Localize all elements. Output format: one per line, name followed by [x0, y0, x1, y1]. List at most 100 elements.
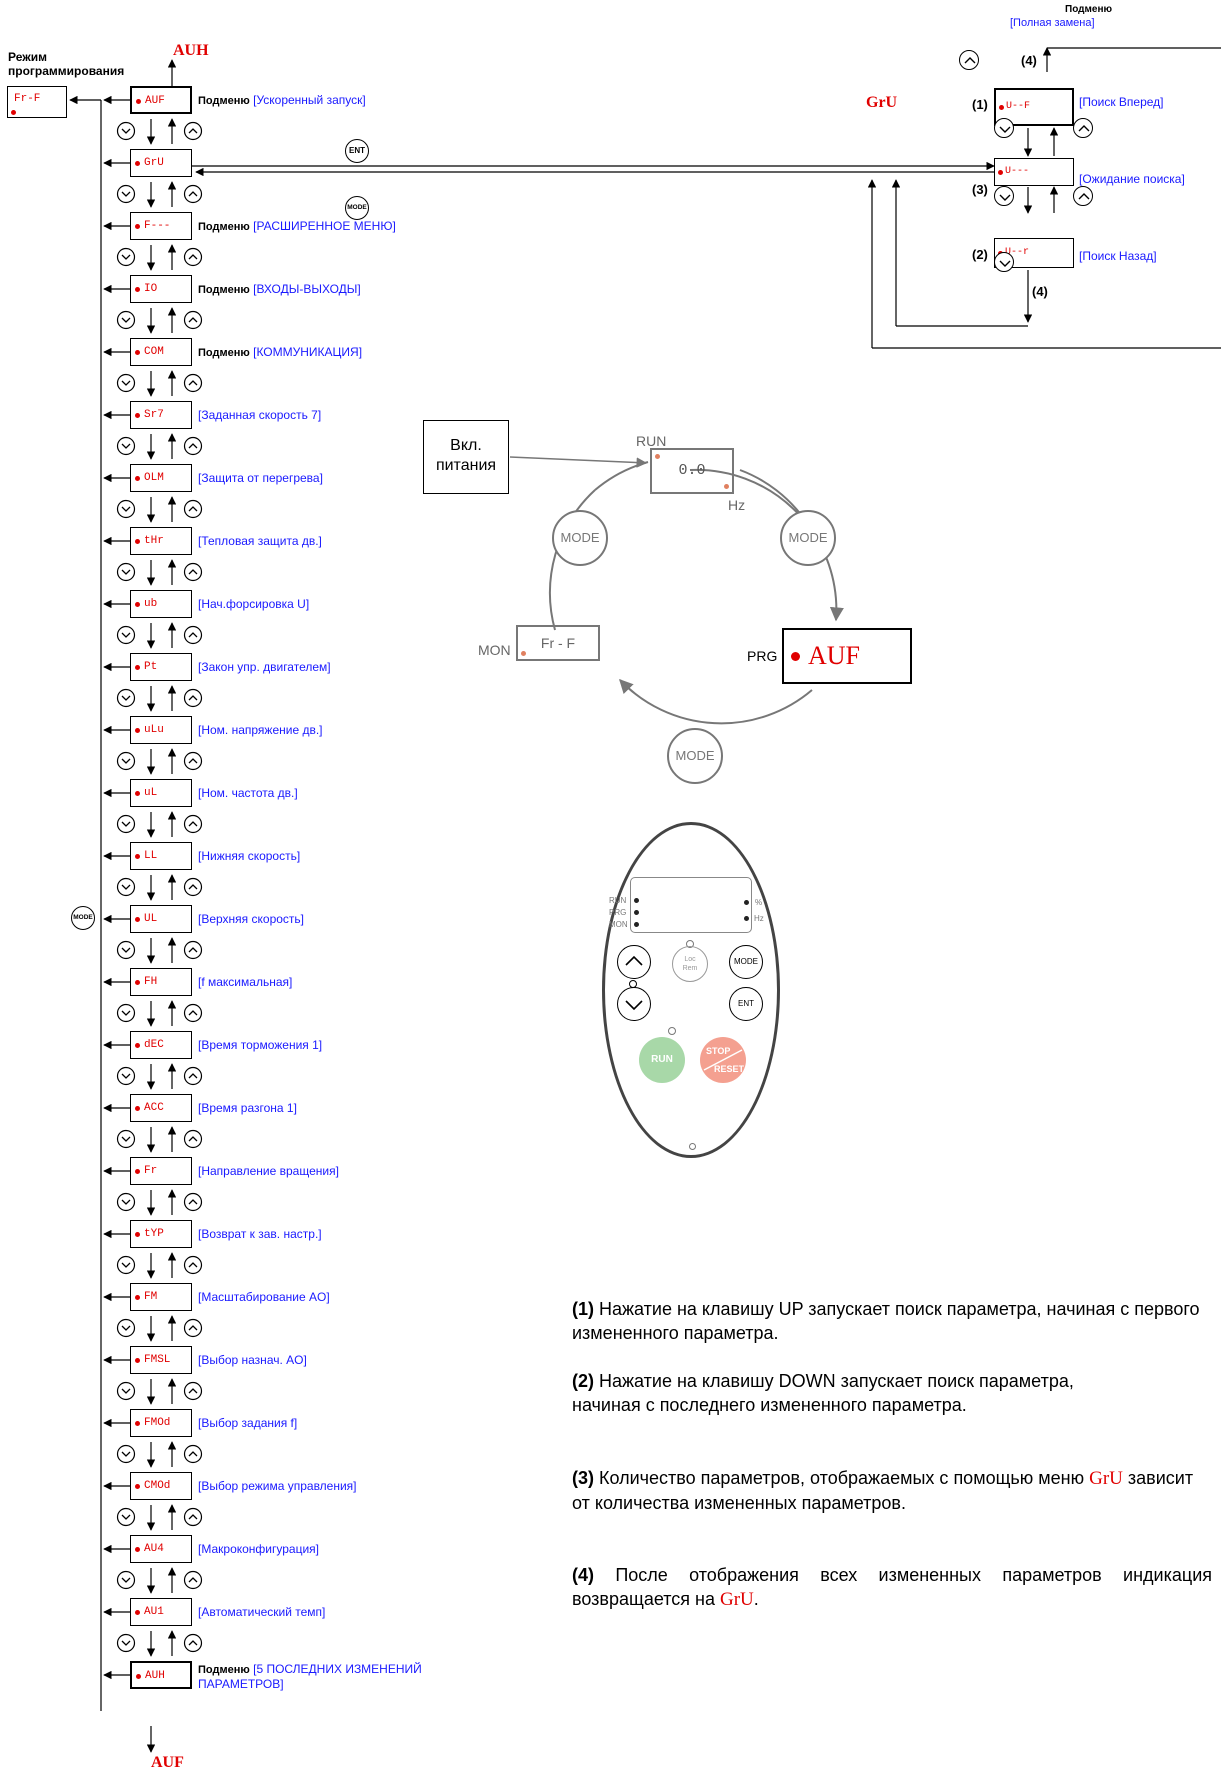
menu-item-label-text: [Нач.форсировка U] [198, 597, 310, 611]
up-key-icon[interactable] [183, 1318, 203, 1338]
menu-item-typ[interactable]: tYP [130, 1220, 192, 1248]
mode-circle-right: MODE [780, 510, 836, 566]
note-1-text: Нажатие на клавишу UP запускает поиск па… [572, 1299, 1200, 1343]
menu-item-ll[interactable]: LL [130, 842, 192, 870]
down-key-icon[interactable] [116, 1444, 136, 1464]
menu-item-f[interactable]: F--- [130, 212, 192, 240]
menu-item-fh[interactable]: FH [130, 968, 192, 996]
menu-item-fm[interactable]: FM [130, 1283, 192, 1311]
down-key-icon[interactable] [116, 499, 136, 519]
ent-key-icon[interactable]: ENT [345, 139, 369, 163]
up-key-icon[interactable] [183, 499, 203, 519]
up-key-icon[interactable] [183, 1633, 203, 1653]
down-key-icon[interactable] [116, 436, 136, 456]
menu-item-au4[interactable]: AU4 [130, 1535, 192, 1563]
down-key-icon[interactable] [116, 688, 136, 708]
menu-item-gru[interactable]: GrU [130, 149, 192, 177]
menu-item-label-text: [РАСШИРЕННОЕ МЕНЮ] [253, 219, 396, 233]
up-key[interactable] [617, 945, 651, 979]
up-key-icon[interactable] [1073, 186, 1093, 206]
menu-item-sr7[interactable]: Sr7 [130, 401, 192, 429]
mode-title-line1: Режим [8, 50, 47, 64]
menu-item-olm[interactable]: OLM [130, 464, 192, 492]
menu-item-fmsl[interactable]: FMSL [130, 1346, 192, 1374]
menu-item-auh[interactable]: AUH [130, 1661, 192, 1689]
keypad-mode-key[interactable]: MODE [729, 945, 763, 979]
mode-key-icon[interactable]: MODE [345, 196, 369, 220]
up-key-icon[interactable] [183, 688, 203, 708]
down-key-icon[interactable] [116, 751, 136, 771]
up-key-icon[interactable] [183, 373, 203, 393]
down-key-icon[interactable] [116, 1066, 136, 1086]
down-key-icon[interactable] [994, 186, 1014, 206]
up-key-icon[interactable] [183, 562, 203, 582]
down-key-icon[interactable] [116, 877, 136, 897]
up-key-icon[interactable] [183, 184, 203, 204]
down-key-icon[interactable] [116, 1381, 136, 1401]
up-key-icon[interactable] [183, 310, 203, 330]
down-key-icon[interactable] [116, 1633, 136, 1653]
down-key-icon[interactable] [116, 1192, 136, 1212]
menu-item-fmod[interactable]: FMOd [130, 1409, 192, 1437]
up-key-icon[interactable] [183, 1570, 203, 1590]
up-key-icon[interactable] [183, 877, 203, 897]
up-key-icon[interactable] [183, 121, 203, 141]
down-key-icon[interactable] [116, 184, 136, 204]
up-key-icon[interactable] [183, 1129, 203, 1149]
down-key-icon[interactable] [994, 252, 1014, 272]
up-key-icon[interactable] [183, 1192, 203, 1212]
loc-rem-button[interactable]: Loc Rem [672, 946, 708, 982]
down-key-icon[interactable] [116, 373, 136, 393]
keypad-ent-key[interactable]: ENT [729, 987, 763, 1021]
menu-item-thr[interactable]: tHr [130, 527, 192, 555]
menu-item-au1[interactable]: AU1 [130, 1598, 192, 1626]
up-key-icon[interactable] [183, 1381, 203, 1401]
up-key-icon[interactable] [183, 814, 203, 834]
down-key-icon[interactable] [994, 118, 1014, 138]
down-key-icon[interactable] [116, 1129, 136, 1149]
gru-item-u[interactable]: U--- [994, 158, 1074, 186]
down-key-icon[interactable] [116, 1255, 136, 1275]
up-key-icon[interactable] [959, 50, 979, 70]
up-key-icon[interactable] [183, 1066, 203, 1086]
down-key-icon[interactable] [116, 310, 136, 330]
up-key-icon[interactable] [183, 247, 203, 267]
run-display: 0.0 [650, 448, 734, 494]
down-key-icon[interactable] [116, 940, 136, 960]
up-key-icon[interactable] [183, 1003, 203, 1023]
up-key-icon[interactable] [183, 1255, 203, 1275]
down-key-icon[interactable] [116, 562, 136, 582]
up-key-icon[interactable] [183, 1444, 203, 1464]
menu-item-dec[interactable]: dEC [130, 1031, 192, 1059]
menu-item-auf[interactable]: AUF [130, 86, 192, 114]
menu-item-ub[interactable]: ub [130, 590, 192, 618]
up-key-icon[interactable] [1073, 118, 1093, 138]
menu-item-io[interactable]: IO [130, 275, 192, 303]
up-key-icon[interactable] [183, 940, 203, 960]
up-key-icon[interactable] [183, 625, 203, 645]
menu-item-ul[interactable]: UL [130, 905, 192, 933]
down-key-icon[interactable] [116, 814, 136, 834]
menu-item-fr[interactable]: Fr [130, 1157, 192, 1185]
menu-item-ulu[interactable]: uLu [130, 716, 192, 744]
menu-item-com[interactable]: COM [130, 338, 192, 366]
menu-item-ul[interactable]: uL [130, 779, 192, 807]
stop-reset-key[interactable]: STOP RESET [700, 1037, 746, 1083]
down-key-icon[interactable] [116, 1507, 136, 1527]
down-key[interactable] [617, 987, 651, 1021]
menu-item-pt[interactable]: Pt [130, 653, 192, 681]
left-mode-key-icon[interactable]: MODE [71, 906, 95, 930]
down-key-icon[interactable] [116, 121, 136, 141]
run-key[interactable]: RUN [639, 1037, 685, 1083]
down-key-icon[interactable] [116, 1318, 136, 1338]
down-key-icon[interactable] [116, 247, 136, 267]
up-key-icon[interactable] [183, 436, 203, 456]
down-key-icon[interactable] [116, 1570, 136, 1590]
up-key-icon[interactable] [183, 1507, 203, 1527]
menu-item-cmod[interactable]: CMOd [130, 1472, 192, 1500]
up-key-icon[interactable] [183, 751, 203, 771]
down-key-icon[interactable] [116, 1003, 136, 1023]
down-key-icon[interactable] [116, 625, 136, 645]
loc-label: Loc [684, 956, 696, 963]
menu-item-acc[interactable]: ACC [130, 1094, 192, 1122]
